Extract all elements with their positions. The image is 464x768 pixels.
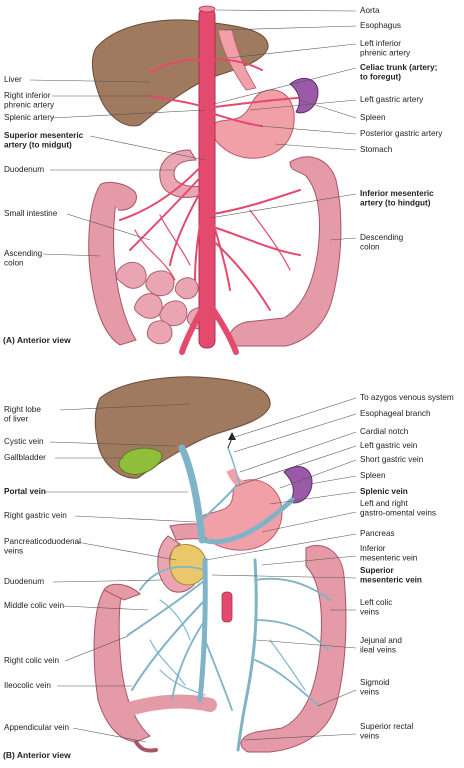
panel-b-right-label-7: Left and right — [360, 499, 409, 508]
panel-a-right-label-3-line-1: to foregut) — [360, 73, 401, 82]
descending-colon-b — [240, 545, 347, 753]
panel-b-right-label-9: Inferior — [360, 544, 386, 553]
panel-b-right-label-12-line-1: ileal veins — [360, 646, 396, 655]
panel-a-left-label-1-line-1: phrenic artery — [4, 101, 55, 110]
panel-a-view-label: (A) Anterior view — [3, 335, 71, 345]
panel-b-right-label-11-line-1: veins — [360, 608, 379, 617]
panel-b-right-label-14-line-1: veins — [360, 732, 379, 741]
panel-b-right-label-1: Esophageal branch — [360, 409, 431, 418]
panel-b-left-label-4: Right gastric vein — [4, 511, 67, 520]
panel-b-right-label-3: Left gastric vein — [360, 441, 418, 450]
panel-a-left-label-1: Right inferior — [4, 91, 51, 100]
panel-a-left-label-0: Liver — [4, 75, 22, 84]
panel-b-right-label-2: Cardial notch — [360, 427, 409, 436]
pancreas-b — [169, 544, 207, 586]
panel-b-left-label-5: Pancreaticoduodenal — [4, 537, 81, 546]
spleen-b — [283, 466, 313, 504]
panel-a-right-label-9: Descending — [360, 233, 404, 242]
panel-b-left-label-2: Gallbladder — [4, 453, 46, 462]
panel-b-left-label-10: Appendicular vein — [4, 723, 70, 732]
panel-b-left-label-7: Middle colic vein — [4, 601, 65, 610]
panel-b-right-label-10: Superior — [360, 566, 394, 575]
panel-b-left-label-1: Cystic vein — [4, 437, 44, 446]
venous-tree-b — [127, 444, 331, 752]
gallbladder-b — [118, 447, 163, 475]
panel-b-right-label-5: Spleen — [360, 471, 386, 480]
panel-a-right-label-9-line-1: colon — [360, 243, 380, 252]
panel-a-left-label-4: Duodenum — [4, 165, 44, 174]
panel-b-right-label-11: Left colic — [360, 598, 392, 607]
panel-b-right-label-10-line-1: mesenteric vein — [360, 576, 422, 585]
panel-b-left-label-6: Duodenum — [4, 577, 44, 586]
panel-a-illustration — [88, 5, 342, 355]
panel-b-right-label-8: Pancreas — [360, 529, 395, 538]
panel-a-right-label-7: Stomach — [360, 145, 393, 154]
panel-a-left-label-5: Small intestine — [4, 209, 58, 218]
panel-a-right-label-0: Aorta — [360, 6, 380, 15]
panel-a-right-label-1: Esophagus — [360, 21, 401, 30]
panel-b-right-label-0: To azygos venous system — [360, 393, 454, 402]
panel-b-right-label-12: Jejunal and — [360, 636, 402, 645]
panel-a-left-label-3-line-1: artery (to midgut) — [4, 141, 72, 150]
panel-a-right-label-2-line-1: phrenic artery — [360, 49, 411, 58]
panel-a-right-label-3: Celiac trunk (artery; — [360, 63, 437, 72]
panel-b-view-label: (B) Anterior view — [3, 750, 71, 760]
panel-a-right-label-4: Left gastric artery — [360, 95, 424, 104]
panel-a-left-label-2: Splenic artery — [4, 113, 55, 122]
panel-b-right-label-9-line-1: mesenteric vein — [360, 554, 418, 563]
panel-b-left-label-5-line-1: veins — [4, 547, 23, 556]
panel-a-left-label-6: Ascending — [4, 249, 43, 258]
leader-lines-b — [45, 397, 357, 743]
leader-lines-a — [29, 9, 357, 257]
panel-a-left-label-6-line-1: colon — [4, 259, 24, 268]
panel-a-right-label-8: Inferior mesenteric — [360, 189, 434, 198]
panel-a-left-label-3: Superior mesenteric — [4, 131, 84, 140]
panel-b-right-label-13-line-1: veins — [360, 688, 379, 697]
panel-a-right-label-8-line-1: artery (to hindgut) — [360, 199, 431, 208]
panel-b-right-label-6: Splenic vein — [360, 487, 408, 496]
panel-b-right-label-7-line-1: gastro-omental veins — [360, 509, 436, 518]
panel-a-right-label-6: Posterior gastric artery — [360, 129, 443, 138]
panel-b-illustration — [93, 376, 347, 753]
panel-b-right-label-14: Superior rectal — [360, 722, 413, 731]
panel-b-left-label-9: Ileocolic vein — [4, 681, 51, 690]
ascending-colon-b — [93, 589, 151, 743]
panel-b-left-label-3: Portal vein — [4, 487, 46, 496]
arterial-branches-a — [119, 58, 301, 311]
panel-b-left-label-8: Right colic vein — [4, 656, 60, 665]
panel-b-left-label-0: Right lobe — [4, 405, 41, 414]
duodenum-a — [159, 149, 205, 198]
panel-b-right-label-13: Sigmoid — [360, 678, 390, 687]
panel-a-right-label-5: Spleen — [360, 113, 386, 122]
panel-b-right-label-4: Short gastric vein — [360, 455, 424, 464]
panel-b-left-label-0-line-1: of liver — [4, 415, 28, 424]
panel-a-right-label-2: Left inferior — [360, 39, 401, 48]
